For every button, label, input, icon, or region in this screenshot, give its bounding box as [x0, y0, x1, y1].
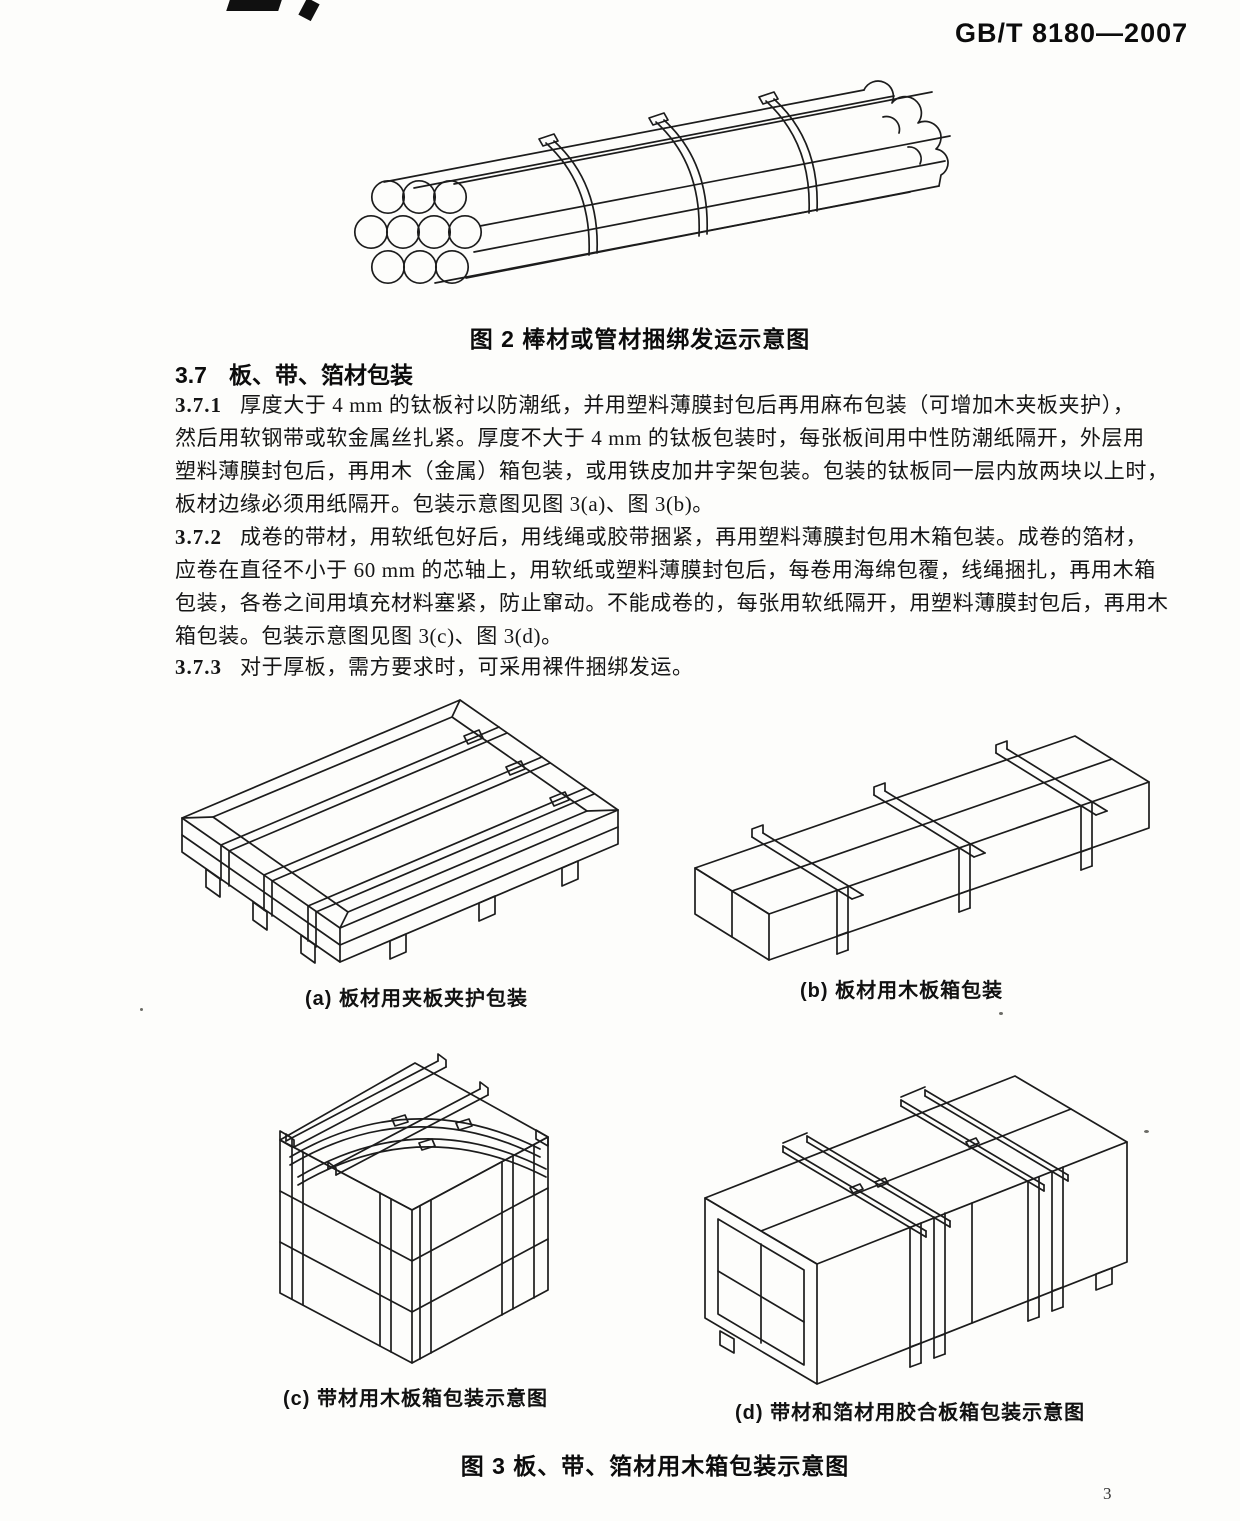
standard-number-header: GB/T 8180—2007	[955, 18, 1189, 48]
scan-artifact	[298, 0, 320, 22]
pipe-bundle-illustration	[353, 80, 951, 285]
figure3c-drawing	[240, 1045, 590, 1385]
para-text: 成卷的带材，用软纸包好后，用线绳或胶带捆紧，再用塑料薄膜封包用木箱包装。成卷的箔…	[240, 525, 1148, 549]
para-3-7-1-line: 3.7.1 厚度大于 4 mm 的钛板衬以防潮纸，并用塑料薄膜封包后再用麻布包装（…	[175, 391, 1155, 419]
section-title: 板、带、箔材包装	[228, 362, 413, 388]
cubic-crate-illustration	[279, 1053, 549, 1364]
para-3-7-1-line: 然后用软钢带或软金属丝扎紧。厚度不大于 4 mm 的钛板包装时，每张板间用中性防…	[175, 426, 1145, 450]
para-text: 厚度大于 4 mm 的钛板衬以防潮纸，并用塑料薄膜封包后再用麻布包装（可增加木夹…	[240, 393, 1135, 417]
plank-box-illustration	[694, 735, 1150, 961]
plywood-box-illustration	[704, 1075, 1128, 1385]
section-number: 3.7	[175, 362, 207, 388]
para-number: 3.7.2	[175, 525, 222, 549]
figure3d-caption: (d) 带材和箔材用胶合板箱包装示意图	[735, 1402, 1086, 1424]
figure2-drawing	[340, 55, 960, 320]
figure3-caption: 图 3 板、带、箔材用木箱包装示意图	[460, 1453, 850, 1479]
para-3-7-2-line: 箱包装。包装示意图见图 3(c)、图 3(d)。	[175, 624, 563, 648]
figure3d-drawing	[660, 1043, 1170, 1393]
section-3-7-heading: 3.7 板、带、箔材包装	[175, 356, 413, 390]
para-number: 3.7.3	[175, 655, 222, 679]
figure3a-drawing	[170, 692, 670, 982]
figure3b-caption: (b) 板材用木板箱包装	[800, 980, 1004, 1002]
scan-speck	[1144, 1130, 1149, 1133]
para-number: 3.7.1	[175, 393, 222, 417]
para-3-7-1-line: 塑料薄膜封包后，再用木（金属）箱包装，或用铁皮加井字架包装。包装的钛板同一层内放…	[175, 459, 1169, 483]
plate-clamp-package-illustration	[181, 699, 619, 964]
figure3b-drawing	[675, 682, 1150, 962]
figure3a-caption: (a) 板材用夹板夹护包装	[305, 988, 528, 1010]
page-number: 3	[1103, 1484, 1112, 1503]
para-3-7-3-line: 3.7.3 对于厚板，需方要求时，可采用裸件捆绑发运。	[175, 653, 1155, 681]
scan-artifact	[226, 0, 282, 11]
figure3c-caption: (c) 带材用木板箱包装示意图	[283, 1388, 548, 1410]
para-3-7-1-line: 板材边缘必须用纸隔开。包装示意图见图 3(a)、图 3(b)。	[175, 492, 714, 516]
para-3-7-2-line: 3.7.2 成卷的带材，用软纸包好后，用线绳或胶带捆紧，再用塑料薄膜封包用木箱包装…	[175, 523, 1155, 551]
scan-speck	[999, 1012, 1003, 1015]
para-3-7-2-line: 应卷在直径不小于 60 mm 的芯轴上，用软纸或塑料薄膜封包后，每卷用海绵包覆，…	[175, 558, 1156, 582]
figure2-caption: 图 2 棒材或管材捆绑发运示意图	[469, 326, 811, 352]
scan-speck	[140, 1008, 143, 1011]
para-3-7-2-line: 包装，各卷之间用填充材料塞紧，防止窜动。不能成卷的，每张用软纸隔开，用塑料薄膜封…	[175, 591, 1169, 615]
para-text: 对于厚板，需方要求时，可采用裸件捆绑发运。	[240, 655, 694, 679]
